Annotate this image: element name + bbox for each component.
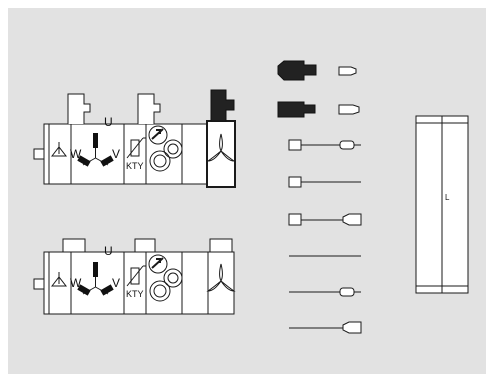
- flange-plate: [43, 251, 50, 315]
- plug-small-outline: [338, 66, 357, 76]
- temperature-sensor-icon: [126, 137, 146, 159]
- sensor-label: KTY: [126, 289, 144, 299]
- encoder-icons: [148, 125, 183, 172]
- cable-with-flared-end: [288, 213, 362, 226]
- winding-label-u: U: [104, 244, 113, 258]
- flange-left: [33, 278, 45, 290]
- winding-label-v: V: [112, 147, 121, 161]
- fan-section-highlight: [206, 120, 236, 188]
- connector-tab: [209, 238, 233, 253]
- cable-with-two-plugs: [288, 139, 361, 151]
- cable-single-socket: [289, 287, 361, 297]
- plug-black-medium: [277, 101, 316, 118]
- module-upper: [33, 89, 236, 188]
- encoder-icons: [148, 254, 183, 302]
- module-lower: [33, 238, 236, 315]
- flange-left: [33, 148, 45, 160]
- connector-parts: [277, 60, 362, 334]
- brake-icon: [50, 142, 68, 157]
- component-diagram: [33, 60, 469, 334]
- flange-plate: [43, 123, 50, 185]
- module-body: [48, 251, 235, 315]
- diagram-canvas: U W V KTY U W V KTY L: [8, 8, 486, 374]
- side-panel: [415, 115, 469, 294]
- winding-label-w: W: [70, 276, 82, 290]
- motor-winding-icon: [77, 262, 114, 296]
- sensor-label: KTY: [126, 161, 144, 171]
- connector-black: [210, 89, 235, 122]
- cable-flared-socket: [289, 321, 362, 334]
- cable-single-plug: [288, 176, 361, 188]
- winding-label-u: U: [104, 115, 113, 129]
- module-body: [48, 123, 235, 185]
- cable-connector-left: [67, 93, 91, 124]
- motor-winding-icon: [77, 133, 114, 167]
- connector-tab: [134, 238, 156, 253]
- plug-black-large: [277, 60, 317, 81]
- winding-label-w: W: [70, 147, 82, 161]
- temperature-sensor-icon: [126, 265, 146, 287]
- panel-label: L: [445, 193, 450, 202]
- cable-connector-mid: [137, 93, 161, 124]
- connector-tab: [62, 238, 86, 253]
- plug-small-outline: [338, 104, 360, 115]
- fan-icon: [206, 133, 236, 162]
- winding-label-v: V: [112, 276, 121, 290]
- fan-icon: [206, 263, 236, 292]
- brake-icon: [50, 272, 68, 287]
